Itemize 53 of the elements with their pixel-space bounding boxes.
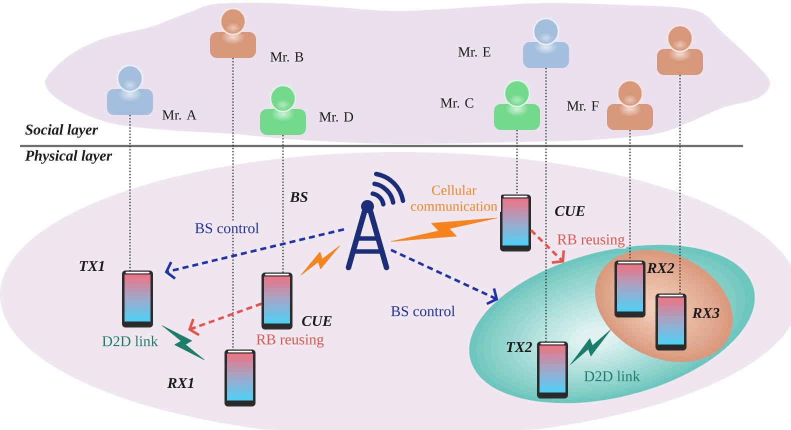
device-label: RX3 [692,308,720,318]
lightning-bolt [300,245,340,276]
dashed-arrow [390,248,498,306]
dotted-line [129,115,131,270]
lightning-bolt [570,329,611,366]
device-label: CUE [302,316,332,326]
person-name: Mr. E [458,47,490,57]
person-name: Mr. C [440,98,474,108]
dotted-line [282,135,284,272]
layer-title: Social layer [25,124,98,138]
edge-label: D2D link [584,370,640,382]
device-label: RX1 [167,378,194,388]
edge-label: RB reusing [556,233,626,249]
person-name: Mr. A [162,110,197,120]
person-icon [494,80,540,130]
phone-icon [614,260,646,318]
edge-label: RB reusing [255,333,325,349]
person-icon [607,80,653,130]
device-label: CUE [555,206,585,216]
edge-label: D2D link [100,334,160,348]
person-icon [260,84,306,135]
person-icon [210,8,256,58]
dotted-line [629,130,631,260]
edge-label: Cellular communication [407,184,501,212]
phone-icon [537,342,568,398]
phone-icon [224,350,256,406]
dashed-arrow [530,229,566,264]
lightning-bolt [390,218,498,242]
dashed-arrow [188,302,262,336]
dotted-line [516,130,518,194]
person-icon [523,18,569,68]
phone-icon [500,194,531,252]
tower-icon [346,172,406,270]
edge-label: BS control [390,304,456,318]
dashed-arrow [164,228,344,280]
layer-title: Physical layer [25,150,112,164]
person-icon [657,24,703,75]
person-name: Mr. D [319,112,354,122]
person-icon [107,64,153,115]
device-label: TX2 [506,342,532,352]
person-name: Mr. B [270,52,304,62]
dotted-line [545,68,547,342]
phone-icon [262,272,292,330]
edge-label: BS control [194,222,260,234]
person-name: Mr. F [567,101,598,111]
phone-icon [656,294,686,350]
lightning-bolt [162,325,205,360]
dotted-line [232,58,234,350]
phone-icon [122,270,153,328]
dotted-line [679,75,681,294]
device-label: BS [290,192,308,202]
device-label: TX1 [80,261,104,271]
device-label: RX2 [647,263,674,273]
